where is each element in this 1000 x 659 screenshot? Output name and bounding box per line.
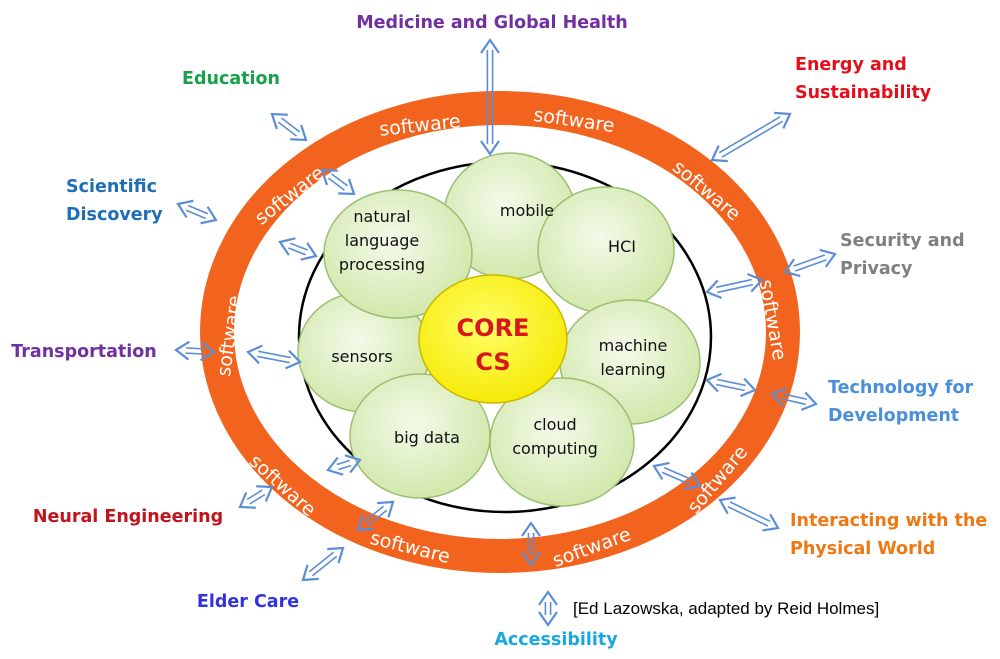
- petal-label: machine: [599, 336, 668, 355]
- petal-label: learning: [600, 360, 665, 379]
- double-arrow: [326, 454, 362, 476]
- credit-caption: [Ed Lazowska, adapted by Reid Holmes]: [573, 599, 879, 618]
- application-label: Discovery: [66, 205, 163, 225]
- core-label: CS: [475, 348, 510, 376]
- application-label: Scientific: [66, 177, 157, 197]
- petal-label: processing: [339, 255, 425, 274]
- application-label: Interacting with the: [790, 511, 987, 531]
- core-label: CORE: [457, 314, 530, 342]
- double-arrow: [246, 344, 302, 370]
- application-label: Sustainability: [795, 83, 932, 103]
- petal-label: mobile: [500, 201, 554, 220]
- petal-circle: [323, 189, 473, 319]
- double-arrow: [270, 112, 308, 142]
- application-label: Neural Engineering: [33, 507, 223, 527]
- double-arrow: [718, 496, 780, 532]
- double-arrow: [705, 272, 764, 300]
- double-arrow: [174, 340, 216, 362]
- software-ring: [200, 91, 800, 573]
- petal-label: big data: [394, 428, 460, 447]
- double-arrow: [356, 500, 395, 532]
- petal-circle: [537, 186, 675, 314]
- petal-label: HCI: [608, 237, 636, 256]
- application-label: Elder Care: [197, 592, 299, 612]
- double-arrow: [278, 237, 318, 261]
- double-arrow: [538, 590, 558, 627]
- application-label: Privacy: [840, 259, 913, 279]
- double-arrow: [652, 461, 702, 491]
- petal-label: cloud: [533, 415, 576, 434]
- double-arrow: [301, 546, 345, 582]
- application-label: Energy and: [795, 55, 907, 75]
- application-label: Accessibility: [494, 630, 618, 650]
- double-arrow: [176, 199, 218, 225]
- double-arrow: [705, 372, 757, 398]
- application-label: Security and: [840, 231, 965, 251]
- application-label: Development: [828, 406, 959, 426]
- application-label: Technology for: [828, 378, 973, 398]
- application-label: Physical World: [790, 539, 935, 559]
- double-arrow: [320, 168, 356, 196]
- double-arrow: [710, 111, 792, 163]
- application-label: Medicine and Global Health: [356, 13, 627, 33]
- double-arrow: [521, 521, 541, 567]
- double-arrow: [770, 387, 818, 411]
- application-label: Transportation: [11, 342, 157, 362]
- double-arrow: [238, 485, 274, 509]
- double-arrow: [783, 248, 837, 278]
- petal-circle: [349, 373, 491, 499]
- core-cs: CORE CS: [418, 274, 568, 404]
- petal-label: language: [345, 231, 420, 250]
- petal-label: natural: [353, 207, 410, 226]
- arrow-group: [174, 38, 837, 627]
- petal-label: sensors: [331, 347, 392, 366]
- petal-label: computing: [512, 439, 597, 458]
- application-label: Education: [182, 69, 280, 89]
- core-circle: [418, 274, 568, 404]
- double-arrow: [480, 38, 500, 156]
